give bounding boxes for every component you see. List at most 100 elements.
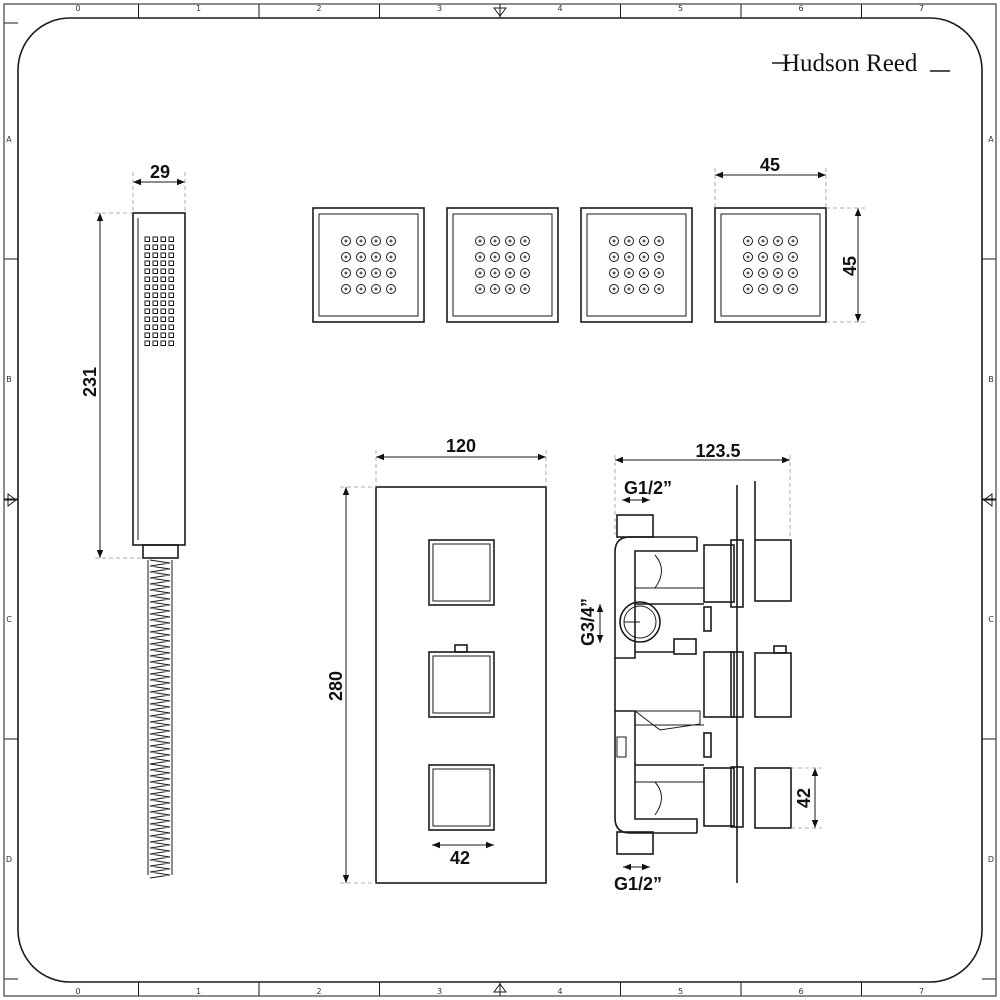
ruler-column-label: 3 <box>437 987 442 996</box>
nozzle <box>639 268 649 278</box>
body-jets <box>312 207 827 323</box>
nozzle <box>475 284 485 294</box>
nozzle <box>743 236 753 246</box>
nozzle <box>654 284 664 294</box>
body-jet <box>714 207 827 323</box>
ruler-row-label: B <box>988 375 994 384</box>
ruler-column-label: 4 <box>557 987 562 996</box>
nozzle <box>788 236 798 246</box>
ruler-column-label: 5 <box>678 987 683 996</box>
ruler-column-label: 5 <box>678 4 683 13</box>
nozzle <box>609 268 619 278</box>
nozzle <box>475 236 485 246</box>
body-jet <box>580 207 693 323</box>
hand-shower-nozzles <box>144 236 174 346</box>
valve-side-view: 123.5 G1/2” G3/4” G1/2” 42 <box>578 441 822 894</box>
ruler-row-label: A <box>988 135 994 144</box>
ruler-row-label: C <box>988 615 994 624</box>
nozzle <box>758 252 768 262</box>
nozzle <box>639 284 649 294</box>
nozzle <box>386 252 396 262</box>
nozzle <box>371 284 381 294</box>
nozzle <box>624 252 634 262</box>
handset-width-label: 29 <box>150 162 170 182</box>
nozzle <box>475 252 485 262</box>
ruler-column-label: 0 <box>75 987 80 996</box>
ruler-column-label: 7 <box>919 987 924 996</box>
nozzle <box>624 268 634 278</box>
nozzle <box>624 236 634 246</box>
nozzle <box>639 236 649 246</box>
ruler-row-label: B <box>6 375 12 384</box>
ruler-column-label: 3 <box>437 4 442 13</box>
nozzle <box>758 268 768 278</box>
ruler-column-label: 4 <box>557 4 562 13</box>
nozzle <box>773 236 783 246</box>
nozzle <box>505 252 515 262</box>
nozzle <box>341 236 351 246</box>
nozzle <box>520 284 530 294</box>
nozzle <box>371 236 381 246</box>
body-jet <box>446 207 559 323</box>
faceplate-width-label: 120 <box>446 436 476 456</box>
nozzle <box>773 268 783 278</box>
nozzle <box>624 284 634 294</box>
nozzle <box>609 284 619 294</box>
nozzle <box>505 236 515 246</box>
valve-faceplate: 120 280 42 <box>326 436 547 884</box>
handset-length-label: 231 <box>80 367 100 397</box>
ruler-column-label: 6 <box>798 987 803 996</box>
nozzle <box>386 284 396 294</box>
nozzle <box>654 252 664 262</box>
nozzle <box>475 268 485 278</box>
nozzle <box>520 236 530 246</box>
nozzle <box>356 236 366 246</box>
nozzle <box>773 284 783 294</box>
nozzle <box>743 284 753 294</box>
nozzle <box>639 252 649 262</box>
nozzle <box>490 284 500 294</box>
ruler-row-label: A <box>6 135 12 144</box>
nozzle <box>371 268 381 278</box>
body-jet <box>312 207 425 323</box>
nozzle <box>490 236 500 246</box>
nozzle <box>341 252 351 262</box>
jet-dimensions: 45 45 <box>714 155 865 323</box>
nozzle <box>788 284 798 294</box>
ruler-column-label: 2 <box>316 987 321 996</box>
outlet-top-label: G1/2” <box>624 478 672 498</box>
nozzle <box>788 252 798 262</box>
nozzle <box>758 236 768 246</box>
nozzle <box>386 268 396 278</box>
nozzle <box>520 268 530 278</box>
hose <box>149 559 171 879</box>
nozzle <box>505 268 515 278</box>
jet-width-label: 45 <box>760 155 780 175</box>
nozzle <box>654 236 664 246</box>
hudson-reed-logo: Hudson Reed <box>772 50 950 77</box>
nozzle <box>490 268 500 278</box>
inlet-side-label: G3/4” <box>578 598 598 646</box>
ruler-column-label: 6 <box>798 4 803 13</box>
nozzle <box>356 252 366 262</box>
nozzle <box>386 236 396 246</box>
nozzle <box>788 268 798 278</box>
ruler-row-label: D <box>6 855 12 864</box>
nozzle <box>758 284 768 294</box>
ruler-column-label: 1 <box>196 987 201 996</box>
nozzle <box>743 268 753 278</box>
outlet-bottom-label: G1/2” <box>614 874 662 894</box>
faceplate-height-label: 280 <box>326 671 346 701</box>
valve-depth-label: 123.5 <box>695 441 740 461</box>
knob-width-label: 42 <box>450 848 470 868</box>
nozzle <box>505 284 515 294</box>
nozzle <box>356 268 366 278</box>
ruler-column-label: 0 <box>75 4 80 13</box>
nozzle <box>341 268 351 278</box>
nozzle <box>356 284 366 294</box>
nozzle <box>609 236 619 246</box>
ruler-row-label: C <box>6 615 12 624</box>
